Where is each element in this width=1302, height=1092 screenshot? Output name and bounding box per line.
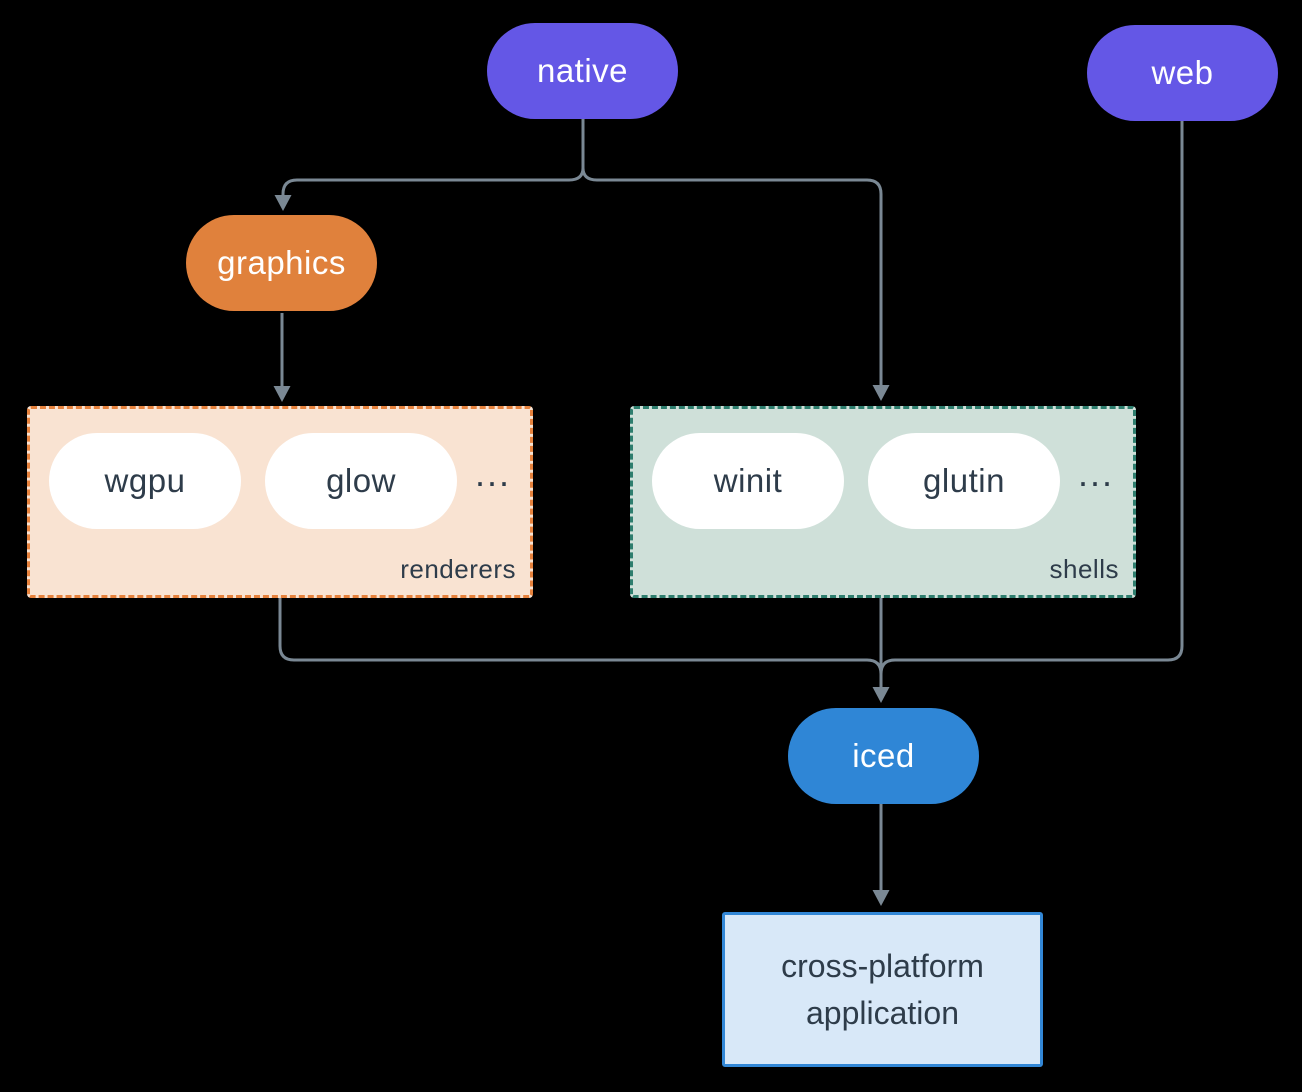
node-native: native xyxy=(487,23,678,119)
pill-glutin: glutin xyxy=(868,433,1060,529)
pill-glow-label: glow xyxy=(326,462,396,499)
node-application: cross-platform application xyxy=(722,912,1043,1067)
group-shells-label: shells xyxy=(1049,554,1119,584)
pill-winit-label: winit xyxy=(713,462,783,499)
pill-winit: winit xyxy=(652,433,844,529)
pill-wgpu-label: wgpu xyxy=(104,462,186,499)
group-renderers-label: renderers xyxy=(400,554,516,584)
node-iced-label: iced xyxy=(852,737,915,774)
arrowhead-renderers xyxy=(273,386,291,402)
arrowhead-application xyxy=(872,890,890,906)
node-application-label: cross-platform application xyxy=(781,947,984,1031)
node-web-label: web xyxy=(1151,54,1214,91)
node-iced: iced xyxy=(788,708,979,804)
edge-native-to-shells xyxy=(581,167,883,386)
node-native-label: native xyxy=(536,52,629,89)
node-graphics-label: graphics xyxy=(217,244,346,281)
arrowhead-shells xyxy=(872,385,890,401)
renderers-ellipsis: ... xyxy=(475,453,512,494)
pill-glutin-label: glutin xyxy=(923,462,1005,499)
edge-native-to-graphics xyxy=(281,167,585,196)
edge-renderers-to-junction xyxy=(278,598,883,675)
shells-ellipsis: ... xyxy=(1078,453,1115,494)
pill-glow: glow xyxy=(265,433,457,529)
node-web: web xyxy=(1087,25,1278,121)
pill-wgpu: wgpu xyxy=(49,433,241,529)
group-shells: winit glutin ... shells xyxy=(630,406,1136,598)
node-graphics: graphics xyxy=(186,215,377,311)
group-renderers: wgpu glow ... renderers xyxy=(27,406,533,598)
arrowhead-graphics xyxy=(274,195,292,211)
arrowhead-iced xyxy=(872,687,890,703)
